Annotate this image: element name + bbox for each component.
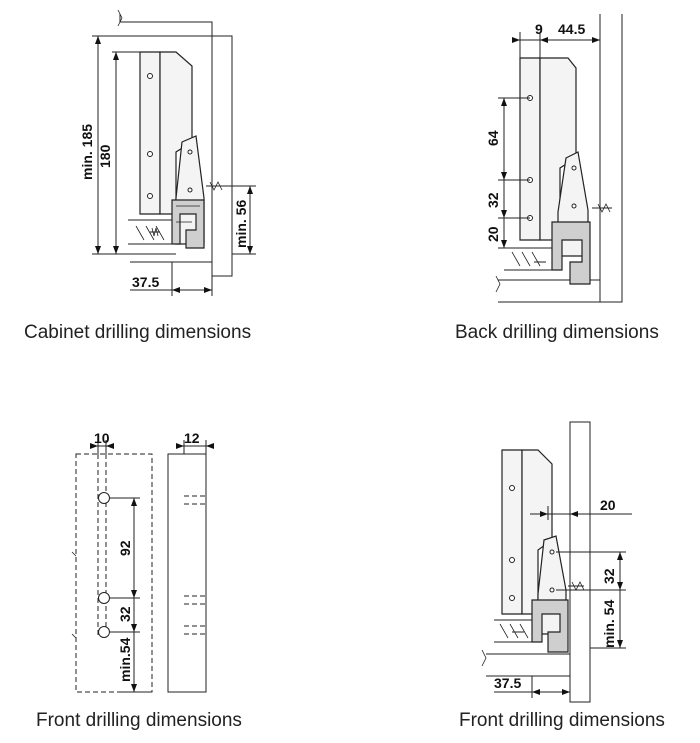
dim-37-5: 37.5	[132, 274, 159, 290]
dim-min-185: min. 185	[79, 124, 95, 180]
runner-bracket	[171, 135, 223, 249]
dim-min-54: min.54	[117, 637, 133, 682]
dimension-lines	[498, 32, 601, 249]
dim-32: 32	[485, 192, 501, 208]
dim-min-54: min. 54	[601, 600, 617, 648]
dimension-lines	[90, 440, 214, 693]
dim-9: 9	[535, 21, 543, 37]
panel-front-drilling-holes: 10 12 92 32 min.54 Front drilling dimens…	[36, 430, 242, 731]
cabinet-bottom-panel	[128, 219, 173, 245]
caption-cabinet: Cabinet drilling dimensions	[24, 322, 251, 343]
caption-back: Back drilling dimensions	[455, 322, 659, 343]
dimension-lines	[494, 506, 632, 698]
dim-12: 12	[184, 430, 200, 446]
drawer-side-profile	[139, 51, 193, 215]
dim-min-56: min. 56	[233, 200, 249, 248]
dim-180: 180	[97, 144, 113, 168]
panel-cabinet-drilling: min. 185 180 min. 56 37.5 Cabinet drilli…	[24, 9, 256, 343]
front-panel	[481, 421, 591, 703]
dim-32: 32	[117, 606, 133, 622]
caption-front-holes: Front drilling dimensions	[36, 710, 242, 731]
dimension-lines	[92, 35, 256, 296]
panel-front-drilling-assembly: 20 32 min. 54 37.5 Front drilling dimens…	[459, 421, 665, 731]
drawer-back-profile	[519, 57, 612, 285]
caption-front-assembly: Front drilling dimensions	[459, 710, 665, 731]
bottom-panel	[504, 247, 553, 271]
panel-back-drilling: 9 44.5 64 32 20 Back drilling dimensions	[455, 14, 659, 343]
drill-hole	[98, 492, 110, 504]
dim-64: 64	[485, 130, 501, 146]
dim-20: 20	[600, 497, 616, 513]
drill-hole	[98, 626, 110, 638]
front-panel-outline	[75, 453, 153, 693]
dim-20: 20	[485, 226, 501, 242]
dim-44-5: 44.5	[558, 21, 585, 37]
dim-32: 32	[601, 568, 617, 584]
drawer-front-profile	[501, 449, 585, 653]
drill-hole	[98, 592, 110, 604]
front-panel-side-view	[167, 453, 207, 693]
drill-centerline	[97, 454, 107, 636]
dim-37-5: 37.5	[494, 675, 521, 691]
dim-10: 10	[94, 430, 110, 446]
cabinet-side-wall	[117, 9, 233, 277]
bottom-panel	[494, 619, 533, 643]
dim-92: 92	[117, 540, 133, 556]
